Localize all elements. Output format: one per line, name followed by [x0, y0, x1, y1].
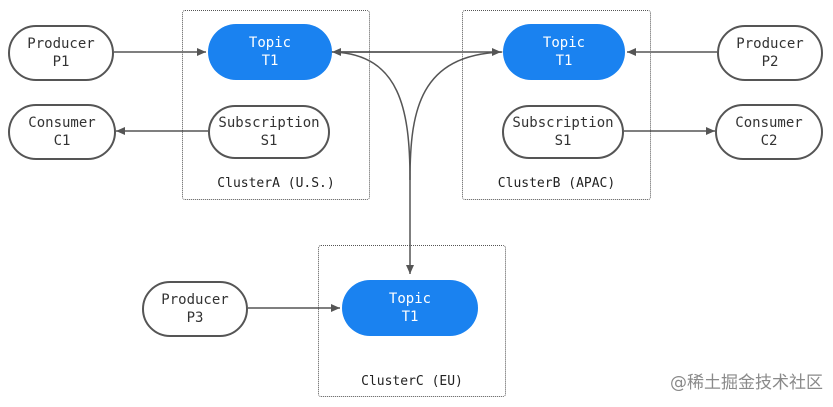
producer-p2-id: P2: [761, 54, 779, 70]
subscription-a-id: S1: [260, 133, 278, 149]
subscription-b-title: Subscription: [512, 115, 614, 131]
consumer-c1-id: C1: [53, 133, 71, 149]
topic-b-id: T1: [555, 53, 573, 69]
topic-c-node[interactable]: Topic T1: [342, 280, 478, 336]
producer-p1-node[interactable]: Producer P1: [8, 25, 114, 81]
consumer-c1-node[interactable]: Consumer C1: [8, 104, 116, 160]
producer-p2-node[interactable]: Producer P2: [717, 25, 823, 81]
consumer-c2-title: Consumer: [735, 115, 803, 131]
producer-p1-id: P1: [52, 54, 70, 70]
subscription-a-title: Subscription: [218, 115, 320, 131]
topic-a-node[interactable]: Topic T1: [208, 24, 332, 80]
edge-topic-b-topic-c: [409, 47, 512, 181]
subscription-a-node[interactable]: Subscription S1: [208, 105, 330, 159]
subscription-b-node[interactable]: Subscription S1: [502, 105, 624, 159]
producer-p3-id: P3: [186, 310, 204, 326]
cluster-a-label: ClusterA (U.S.): [217, 176, 335, 191]
cluster-b-label: ClusterB (APAC): [497, 176, 616, 191]
subscription-b-id: S1: [554, 133, 572, 149]
topic-a-id: T1: [261, 53, 279, 69]
producer-p1-title: Producer: [27, 36, 95, 52]
consumer-c2-node[interactable]: Consumer C2: [715, 104, 823, 160]
topic-c-title: Topic: [388, 291, 432, 307]
cluster-c: ClusterC (EU): [318, 245, 506, 397]
cluster-c-label: ClusterC (EU): [361, 374, 463, 389]
producer-p3-node[interactable]: Producer P3: [142, 281, 248, 337]
producer-p2-title: Producer: [736, 36, 804, 52]
producer-p3-title: Producer: [161, 292, 229, 308]
consumer-c1-title: Consumer: [28, 115, 96, 131]
topic-b-node[interactable]: Topic T1: [503, 24, 625, 80]
topic-b-title: Topic: [542, 35, 586, 51]
cluster-b: ClusterB (APAC): [462, 10, 651, 200]
topic-c-id: T1: [401, 309, 419, 325]
consumer-c2-id: C2: [760, 133, 778, 149]
watermark-text: @稀土掘金技术社区: [670, 373, 823, 393]
topic-a-title: Topic: [248, 35, 292, 51]
cluster-a: ClusterA (U.S.): [182, 10, 370, 200]
